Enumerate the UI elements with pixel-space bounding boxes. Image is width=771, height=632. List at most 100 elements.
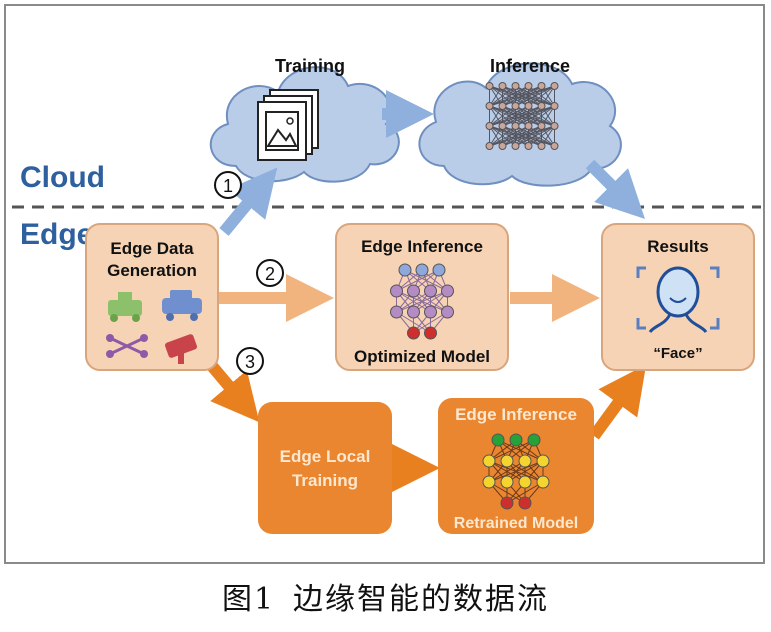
network-edge xyxy=(489,125,516,147)
network-edge xyxy=(502,85,555,107)
inference-cloud xyxy=(418,62,622,187)
network-edge xyxy=(506,460,544,483)
optimized-model-label: Optimized Model xyxy=(354,347,490,366)
neuron xyxy=(415,263,429,277)
cloud-neural-network-icon xyxy=(485,82,559,150)
face-result-label: “Face” xyxy=(653,345,702,362)
network-edge xyxy=(489,105,516,127)
svg-text:2: 2 xyxy=(265,264,275,284)
edge-inference-retrained-title: Edge Inference xyxy=(455,405,577,424)
retrained-model-label: Retrained Model xyxy=(454,515,578,532)
neuron xyxy=(485,82,494,90)
network-edge xyxy=(396,290,448,313)
network-edge xyxy=(515,105,555,127)
neuron xyxy=(537,142,546,150)
figure-caption: 图1 边缘智能的数据流 xyxy=(0,574,771,618)
network-edge xyxy=(489,85,516,107)
neuron xyxy=(482,475,496,489)
edge-inference-title: Edge Inference xyxy=(361,237,483,256)
neuron xyxy=(500,496,514,510)
svg-text:3: 3 xyxy=(245,352,255,372)
network-edge xyxy=(489,85,529,107)
edge-intelligence-diagram: Cloud Edge Training Inference 1 2 xyxy=(12,56,761,534)
neuron xyxy=(482,454,496,468)
network-edge xyxy=(506,481,544,504)
retrained-network-icon xyxy=(482,433,550,510)
neuron xyxy=(550,142,559,150)
neuron xyxy=(537,122,546,130)
neuron xyxy=(485,122,494,130)
neuron xyxy=(524,122,533,130)
neuron xyxy=(524,142,533,150)
neuron xyxy=(424,305,437,319)
network-edge xyxy=(488,460,544,483)
neuron xyxy=(509,433,523,447)
training-label: Training xyxy=(275,56,345,76)
network-edge xyxy=(515,85,555,107)
neuron xyxy=(537,102,546,110)
arrow-path3-to-local-training xyxy=(207,362,260,423)
robot-icon xyxy=(108,292,142,322)
network-edge xyxy=(489,105,529,127)
optimized-network-icon xyxy=(390,263,454,340)
edge-data-generation-line1: Edge Data xyxy=(110,239,194,258)
edge-data-generation-line2: Generation xyxy=(107,261,197,280)
network-edge xyxy=(413,290,448,313)
path-badge-1: 1 xyxy=(214,171,242,199)
neuron xyxy=(498,122,507,130)
neuron xyxy=(518,496,532,510)
network-edge xyxy=(413,311,448,334)
neuron xyxy=(424,284,437,298)
inference-label: Inference xyxy=(490,56,570,76)
neuron xyxy=(407,326,420,340)
neuron xyxy=(536,454,550,468)
neuron xyxy=(498,102,507,110)
neuron xyxy=(536,475,550,489)
neuron xyxy=(518,475,532,489)
edge-local-training-line2: Training xyxy=(292,471,358,490)
arrow-inference-to-results xyxy=(585,159,645,219)
camera-icon xyxy=(165,334,197,364)
neuron xyxy=(407,284,420,298)
flow-arrows xyxy=(207,90,647,492)
neuron xyxy=(527,433,541,447)
network-edge xyxy=(502,105,555,127)
device-icons xyxy=(106,290,202,364)
neuron xyxy=(524,82,533,90)
neuron xyxy=(511,142,520,150)
neuron xyxy=(432,263,446,277)
edge-data-generation-box xyxy=(85,223,219,371)
network-edge xyxy=(488,439,535,462)
neuron xyxy=(511,122,520,130)
network-edge xyxy=(488,460,526,483)
edge-inference-box xyxy=(335,223,509,371)
cloud-zone-label: Cloud xyxy=(20,161,105,194)
neuron xyxy=(524,102,533,110)
network-edge xyxy=(489,105,542,127)
figure-frame: Cloud Edge Training Inference 1 2 xyxy=(4,4,765,564)
neuron xyxy=(398,263,412,277)
neuron xyxy=(407,305,420,319)
neuron xyxy=(511,102,520,110)
vehicle-icon xyxy=(162,290,202,321)
neuron xyxy=(390,284,403,298)
figure-title: 边缘智能的数据流 xyxy=(293,582,550,617)
neuron xyxy=(550,82,559,90)
neuron xyxy=(537,82,546,90)
network-edge xyxy=(528,85,555,107)
figure-number: 图1 xyxy=(221,582,276,617)
path-badge-2: 2 xyxy=(256,259,284,287)
network-edge xyxy=(396,269,440,292)
neuron xyxy=(500,454,514,468)
neuron xyxy=(491,433,505,447)
network-edge xyxy=(489,125,542,147)
edge-local-training-line1: Edge Local xyxy=(280,447,371,466)
edge-zone-label: Edge xyxy=(20,218,93,251)
network-edge xyxy=(396,290,431,313)
neuron xyxy=(550,102,559,110)
neuron xyxy=(550,122,559,130)
arrow-retrained-to-results xyxy=(589,364,647,440)
neuron xyxy=(485,142,494,150)
edge-local-training-box xyxy=(258,402,392,534)
network-edge xyxy=(502,125,555,147)
